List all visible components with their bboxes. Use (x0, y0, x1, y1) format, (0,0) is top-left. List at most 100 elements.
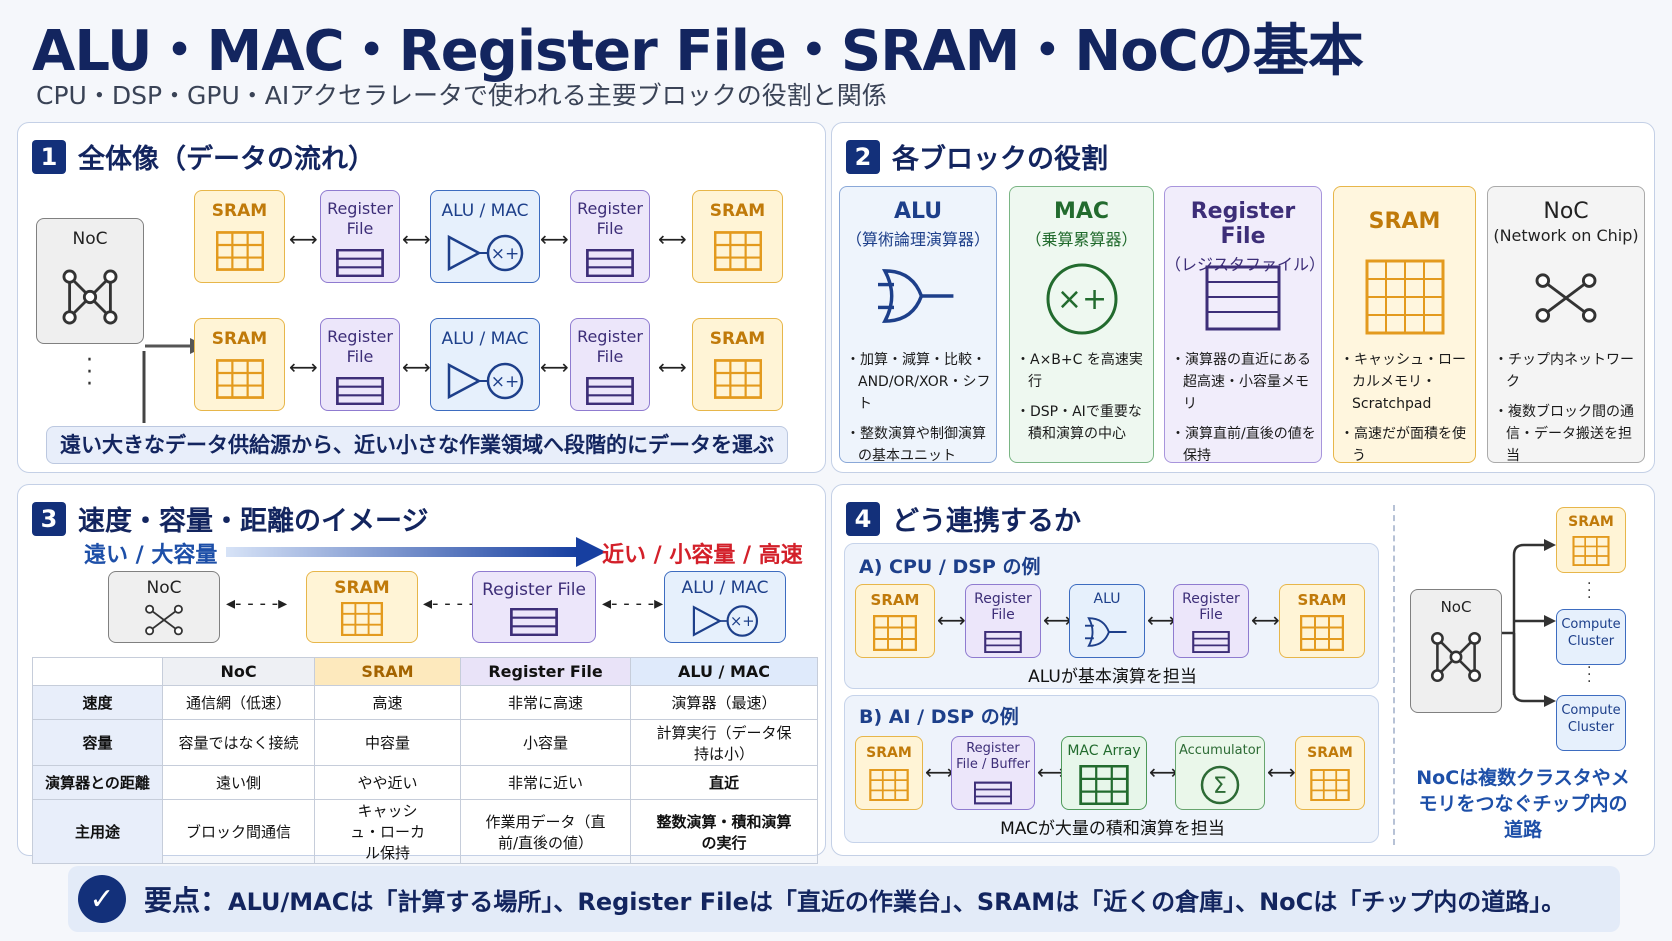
alu-mac-block: ALU / MAC (430, 318, 540, 411)
sram-block: SRAM (194, 318, 285, 411)
logic-gate-icon (878, 261, 958, 331)
table-row-label: 速度 (32, 685, 163, 720)
svg-text:Σ: Σ (1213, 774, 1227, 799)
dots-icon: ··· (1587, 660, 1592, 690)
role-title: SRAM (1368, 209, 1441, 234)
table-cell: キャッシュ・ローカル保持 (314, 799, 461, 864)
role-subtitle: （乗算累算器） (1025, 230, 1138, 249)
memory-grid-icon (714, 359, 762, 399)
register-stack-icon (509, 608, 559, 636)
register-stack-icon (586, 377, 634, 405)
role-bullet: ・複数ブロック間の通信・データ搬送を担当 (1494, 404, 1634, 464)
sram-block: SRAM (194, 190, 285, 283)
key-point-label: 要点： (144, 884, 229, 917)
memory-grid-icon (714, 231, 762, 271)
table-cell: 中容量 (314, 719, 461, 766)
sram-label: SRAM (334, 578, 390, 598)
role-bullets: ・演算器の直近にある超高速・小容量メモリ・演算直前/直後の値を保持 (1171, 349, 1317, 475)
role-bullet: ・加算・減算・比較・AND/OR/XOR・シフト (846, 352, 991, 412)
section-number: 3 (32, 501, 66, 536)
sram-block: SRAM (1295, 736, 1365, 810)
noc-label: NoC (1440, 598, 1472, 616)
sram-label: SRAM (1568, 514, 1614, 530)
overview-caption: 遠い大きなデータ供給源から、近い小さな作業領域へ段階的にデータを運ぶ (46, 426, 788, 464)
role-title: MAC (1053, 199, 1110, 224)
noc-block: NoC (36, 218, 144, 344)
register-file-block: Register File (1173, 584, 1249, 658)
register-stack-icon (1205, 265, 1281, 331)
table-header (32, 657, 163, 686)
panel-cooperation-heading: 4 どう連携するか (846, 499, 1081, 538)
sram-label: SRAM (709, 329, 766, 349)
table-cell: 計算実行（データ保持は小） (630, 719, 818, 766)
role-card-alu: ALU （算術論理演算器） ・加算・減算・比較・AND/OR/XOR・シフト・整… (839, 186, 997, 464)
bidirectional-arrow: ⟷ (1149, 760, 1178, 784)
sram-block: SRAM (692, 318, 783, 411)
register-file-label: Register File (1182, 591, 1240, 623)
table-cell: 小容量 (460, 719, 631, 766)
table-cell: ブロック間通信 (162, 799, 315, 864)
sram-label: SRAM (211, 329, 268, 349)
register-stack-icon (984, 631, 1022, 653)
role-subtitle: (Network on Chip) (1493, 226, 1639, 245)
bidirectional-arrow: ⟷ (540, 355, 569, 379)
table-header: Register File (460, 657, 631, 686)
role-subtitle: （レジスタファイル） (1165, 255, 1326, 274)
alu-label: ALU (1093, 591, 1121, 607)
table-cell: 高速 (314, 685, 461, 720)
alu-mac-block: ALU / MAC (664, 571, 786, 643)
table-row: 容量容量ではなく接続中容量小容量計算実行（データ保持は小） (32, 719, 818, 766)
role-bullets: ・A×B+C を高速実行・DSP・AIで重要な積和演算の中心 (1016, 349, 1149, 453)
register-buffer-label: Register File / Buffer (956, 741, 1030, 772)
sram-block: SRAM (855, 736, 923, 810)
table-row-label: 容量 (32, 719, 163, 766)
key-point-text: ALU/MACは「計算する場所」、Register Fileは「直近の作業台」、… (228, 887, 1566, 916)
example-b-caption: MACが大量の積和演算を担当 (1000, 819, 1225, 839)
bidirectional-arrow: ⟷ (1251, 608, 1280, 632)
register-file-block: Register File (472, 571, 596, 643)
compute-cluster-block: Compute Cluster (1556, 695, 1626, 751)
register-stack-icon (1192, 631, 1230, 653)
register-stack-icon (974, 781, 1012, 805)
bidirectional-arrow: ⟷ (540, 227, 569, 251)
sram-label: SRAM (211, 201, 268, 221)
mac-array-icon (1075, 765, 1133, 805)
alu-mac-icon (445, 231, 525, 275)
dashed-arrow: ◂- - - -▸ (423, 593, 485, 614)
register-file-block: Register File (320, 190, 400, 283)
register-file-label: Register File (577, 327, 643, 366)
register-file-block: Register File (320, 318, 400, 411)
dots-icon: ··· (1587, 576, 1592, 606)
logic-gate-icon (1085, 613, 1129, 651)
table-cell: 通信網（低速） (162, 685, 315, 720)
panel-cooperation-title: どう連携するか (892, 506, 1081, 537)
svg-text:×+: ×+ (1056, 282, 1106, 317)
sram-block: SRAM (306, 571, 418, 643)
dashed-arrow: ◂- - - -▸ (226, 593, 288, 614)
section-number: 4 (846, 501, 880, 536)
table-cell: 遠い側 (162, 765, 315, 800)
register-file-block: Register File (965, 584, 1041, 658)
far-label: 遠い / 大容量 (84, 543, 218, 568)
check-icon: ✓ (78, 875, 126, 923)
role-card-register-file: Register File （レジスタファイル） ・演算器の直近にある超高速・小… (1164, 186, 1326, 464)
table-row: 主用途ブロック間通信キャッシュ・ローカル保持作業用データ（直前/直後の値）整数演… (32, 799, 818, 864)
role-bullet: ・A×B+C を高速実行 (1016, 352, 1143, 390)
alu-mac-label: ALU / MAC (681, 578, 769, 598)
dots-icon: ··· (86, 348, 93, 397)
noc-block: NoC (108, 571, 220, 643)
table-cell: 非常に高速 (460, 685, 631, 720)
role-bullet: ・チップ内ネットワーク (1494, 352, 1634, 390)
register-stack-icon (336, 377, 384, 405)
memory-grid-icon (216, 231, 264, 271)
bidirectional-arrow: ⟷ (289, 227, 318, 251)
page-subtitle: CPU・DSP・GPU・AIアクセラレータで使われる主要ブロックの役割と関係 (36, 81, 887, 110)
bidirectional-arrow: ⟷ (925, 760, 954, 784)
memory-grid-icon (873, 615, 917, 651)
alu-mac-label: ALU / MAC (441, 201, 529, 221)
sram-label: SRAM (1297, 591, 1347, 609)
table-row-label: 主用途 (32, 799, 163, 864)
